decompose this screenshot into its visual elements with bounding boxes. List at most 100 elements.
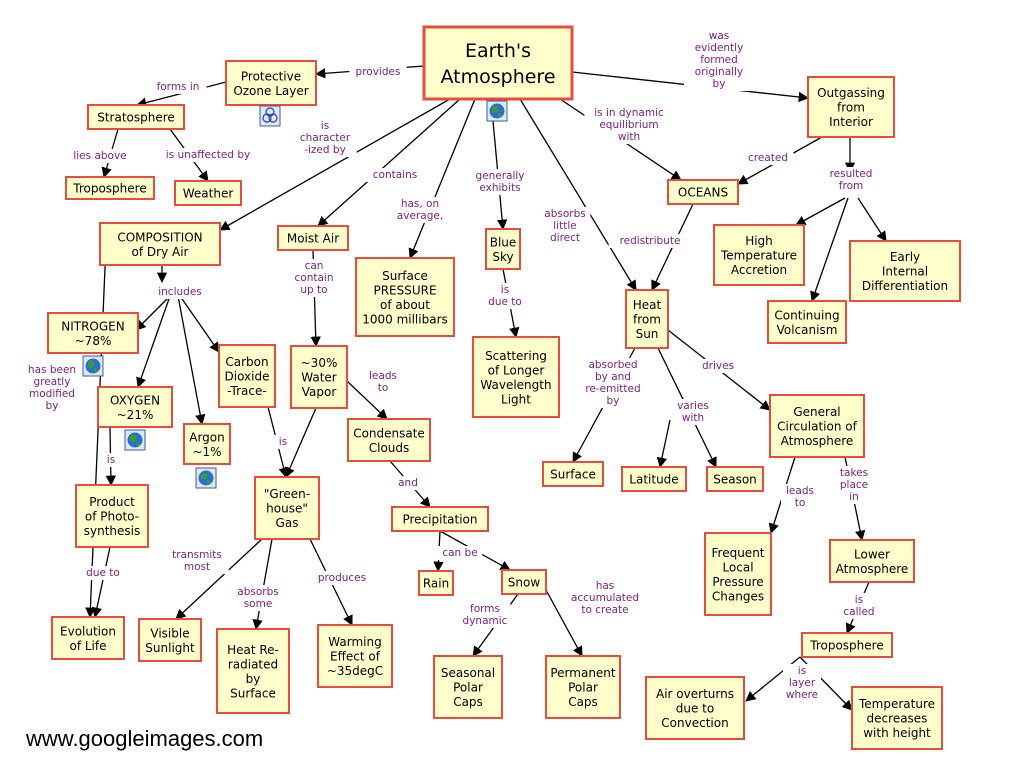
e-leadsto2-label-bg [781, 484, 819, 510]
node-strato-label: Stratosphere [97, 111, 175, 125]
node-argon: Argon~1% [183, 423, 231, 465]
node-snow-box [501, 569, 547, 595]
node-season-label: Season [713, 473, 757, 487]
e-liesabove-label-bg [65, 149, 135, 163]
e-isdueto-label-bg [482, 283, 528, 309]
e-unaffected-label-bg [153, 148, 263, 162]
node-scatter-box [472, 336, 560, 418]
globe-icon [124, 429, 146, 451]
e-provides-label: provides [356, 66, 401, 78]
node-latitude-box [621, 466, 687, 492]
e-contains-arrow [317, 98, 461, 227]
node-argon-label: Argon~1% [189, 430, 225, 459]
e-liesabove-label: lies above [73, 150, 126, 162]
node-evolution-box [51, 616, 125, 660]
e-dueto-label: due to [86, 567, 120, 579]
node-rain-box [418, 570, 454, 596]
node-weather-box [174, 180, 242, 206]
node-warming-box [317, 624, 393, 688]
e-canbe-label: can be [442, 547, 477, 559]
icons-layer [82, 100, 508, 489]
node-gencirc-box [769, 394, 865, 458]
e-dueto-label-bg [80, 566, 126, 580]
e-inc-b-arrow [136, 295, 171, 388]
node-moist-box [277, 225, 349, 251]
e-varies-label-bg [670, 399, 716, 425]
node-precip-label: Precipitation [402, 513, 477, 527]
node-co2-box [218, 344, 276, 408]
e-leadsto1-arrow [346, 380, 388, 420]
node-rain: Rain [418, 570, 454, 596]
e-contains-label-bg [366, 168, 424, 182]
node-earth-box [422, 25, 574, 101]
node-pressure-box [355, 257, 455, 337]
node-lower-box [829, 539, 915, 583]
node-strato: Stratosphere [87, 104, 185, 130]
e-accum-arrow [545, 589, 583, 657]
node-seasonal-box [433, 655, 503, 719]
node-photo-box [75, 484, 149, 548]
e-vary2-arrow [656, 419, 671, 469]
node-rain-label: Rain [423, 577, 449, 591]
e-absorbsome-label-bg [232, 585, 284, 611]
node-argon-box [183, 423, 231, 465]
e-layer-label-bg [783, 664, 821, 702]
node-tempdec-box [851, 686, 943, 750]
globe-icon [195, 467, 217, 489]
node-surface: Surface [542, 461, 604, 487]
node-oxygen-label: OXYGEN~21% [110, 393, 160, 422]
e-is-o2-label: is [107, 454, 115, 466]
e-drives-label: drives [702, 360, 734, 372]
e-provides-label-bg [349, 65, 407, 79]
node-weather: Weather [174, 180, 242, 206]
e-includes-label: includes [158, 286, 202, 298]
e-absorbs-label-bg [539, 207, 591, 245]
node-snow: Snow [501, 569, 547, 595]
node-precip: Precipitation [391, 506, 489, 532]
node-precip-box [391, 506, 489, 532]
e-absorbsome-arrow [252, 538, 273, 631]
e-redistribute-label: redistribute [620, 235, 681, 247]
node-nitrogen: NITROGEN~78% [47, 312, 139, 354]
node-oceans-box [667, 179, 739, 205]
node-tropo1-box [65, 176, 155, 200]
e-absorbs-arrow [519, 98, 637, 291]
e-redistribute-label-bg [608, 234, 692, 248]
node-moist: Moist Air [277, 225, 349, 251]
e-character-label-bg [293, 119, 357, 157]
